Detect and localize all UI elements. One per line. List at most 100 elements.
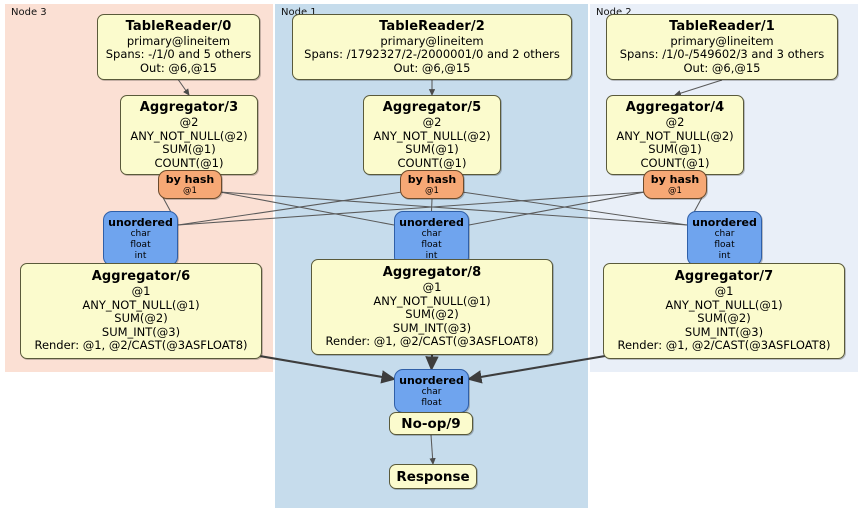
edge-hash1-to-unord2 (461, 191, 688, 226)
edge-hash1-to-unord1 (430, 198, 433, 212)
plan-node-title: by hash (650, 173, 700, 186)
plan-node-detail: primary@lineitem (126, 33, 231, 48)
plan-node-detail: SUM_INT(@3) (392, 320, 472, 335)
plan-node-detail: COUNT(@1) (397, 155, 467, 170)
plan-node-detail: float (714, 239, 735, 250)
plan-node-detail: ANY_NOT_NULL(@1) (373, 293, 491, 308)
plan-node-title: No-op/9 (401, 415, 461, 432)
plan-node-detail: primary@lineitem (670, 33, 774, 48)
plan-node-title: by hash (165, 173, 215, 186)
plan-node-noop9[interactable]: No-op/9 (389, 412, 473, 435)
plan-node-title: Aggregator/4 (625, 100, 725, 115)
plan-node-detail: float (130, 239, 151, 250)
plan-node-detail: Out: @6,@15 (393, 60, 471, 75)
edge-hash2-to-unord1 (468, 191, 646, 226)
plan-node-hash3[interactable]: by hash@1 (158, 170, 222, 199)
plan-node-detail: char (130, 228, 151, 239)
plan-node-title: unordered (692, 215, 757, 229)
plan-node-detail: ANY_NOT_NULL(@2) (130, 128, 248, 143)
node-region-label: Node 1 (281, 7, 317, 18)
plan-node-detail: SUM_INT(@3) (101, 324, 181, 339)
edge-tr0-to-agg3 (178, 79, 190, 96)
plan-node-title: unordered (399, 373, 464, 387)
plan-node-detail: ANY_NOT_NULL(@2) (373, 128, 491, 143)
plan-node-detail: primary@lineitem (380, 33, 484, 48)
edge-tr1-to-agg4 (674, 79, 723, 97)
plan-node-title: by hash (407, 173, 457, 186)
plan-node-detail: SUM(@2) (114, 311, 168, 326)
plan-node-detail: Out: @6,@15 (140, 60, 217, 75)
edge-noop9-to-response (429, 434, 436, 465)
edge-agg6-to-unordF (253, 353, 397, 384)
plan-node-detail: float (421, 397, 442, 408)
plan-node-detail: SUM(@1) (405, 142, 459, 156)
plan-node-title: Aggregator/8 (382, 265, 482, 281)
plan-node-hash2[interactable]: by hash@1 (643, 170, 707, 199)
node-region-label: Node 2 (596, 7, 632, 18)
plan-node-detail: @2 (422, 115, 442, 129)
plan-node-detail: @1 (425, 186, 439, 196)
plan-node-detail: int (425, 250, 438, 261)
edge-hash3-to-unord2 (219, 191, 688, 226)
plan-node-detail: @2 (179, 115, 199, 129)
plan-node-detail: Out: @6,@15 (683, 60, 761, 75)
plan-node-title: Aggregator/6 (91, 269, 191, 285)
plan-node-detail: @1 (714, 284, 734, 299)
plan-node-hash1[interactable]: by hash@1 (400, 170, 464, 199)
plan-node-detail: int (134, 250, 147, 261)
plan-node-detail: Spans: /1792327/2-/2000001/0 and 2 other… (304, 47, 560, 62)
plan-node-detail: COUNT(@1) (640, 155, 710, 170)
plan-node-detail: @2 (665, 115, 685, 129)
plan-node-title: unordered (108, 215, 173, 229)
edge-hash3-to-unord1 (219, 191, 395, 226)
edge-agg7-to-unordF (466, 353, 612, 384)
plan-node-detail: float (421, 239, 442, 250)
plan-node-title: unordered (399, 215, 464, 229)
plan-node-detail: SUM_INT(@3) (684, 324, 764, 339)
plan-node-detail: Spans: -/1/0 and 5 others (105, 47, 252, 62)
plan-node-detail: Spans: /1/0-/549602/3 and 3 others (619, 47, 825, 62)
plan-node-title: Aggregator/5 (382, 100, 482, 115)
plan-node-title: Response (396, 468, 470, 485)
plan-node-detail: char (421, 228, 442, 239)
plan-node-detail: @1 (131, 284, 151, 299)
plan-node-detail: ANY_NOT_NULL(@1) (665, 297, 783, 312)
plan-node-detail: @1 (668, 186, 682, 196)
plan-node-detail: SUM(@2) (697, 311, 751, 326)
plan-node-detail: SUM(@1) (648, 142, 702, 156)
plan-node-detail: ANY_NOT_NULL(@2) (616, 128, 734, 143)
plan-node-title: TableReader/1 (669, 18, 775, 34)
plan-node-title: TableReader/0 (125, 18, 232, 34)
plan-node-detail: Render: @1, @2/CAST(@3ASFLOAT8) (617, 338, 831, 353)
edge-agg8-to-unordF (425, 354, 439, 372)
plan-node-detail: char (714, 228, 735, 239)
plan-node-detail: SUM(@2) (405, 307, 459, 322)
plan-node-detail: COUNT(@1) (154, 155, 224, 170)
plan-node-detail: @1 (422, 280, 442, 295)
plan-node-detail: ANY_NOT_NULL(@1) (82, 297, 200, 312)
plan-node-response[interactable]: Response (389, 464, 477, 489)
edge-hash2-to-unord3 (177, 191, 646, 226)
plan-node-detail: @1 (183, 186, 197, 196)
node-region-label: Node 3 (11, 7, 47, 18)
plan-node-detail: Render: @1, @2/CAST(@3ASFLOAT8) (325, 334, 539, 349)
plan-node-title: Aggregator/7 (674, 269, 774, 285)
plan-node-detail: char (421, 386, 442, 397)
plan-node-detail: SUM(@1) (162, 142, 216, 156)
edge-hash1-to-unord3 (177, 191, 403, 226)
plan-node-title: Aggregator/3 (139, 100, 239, 115)
